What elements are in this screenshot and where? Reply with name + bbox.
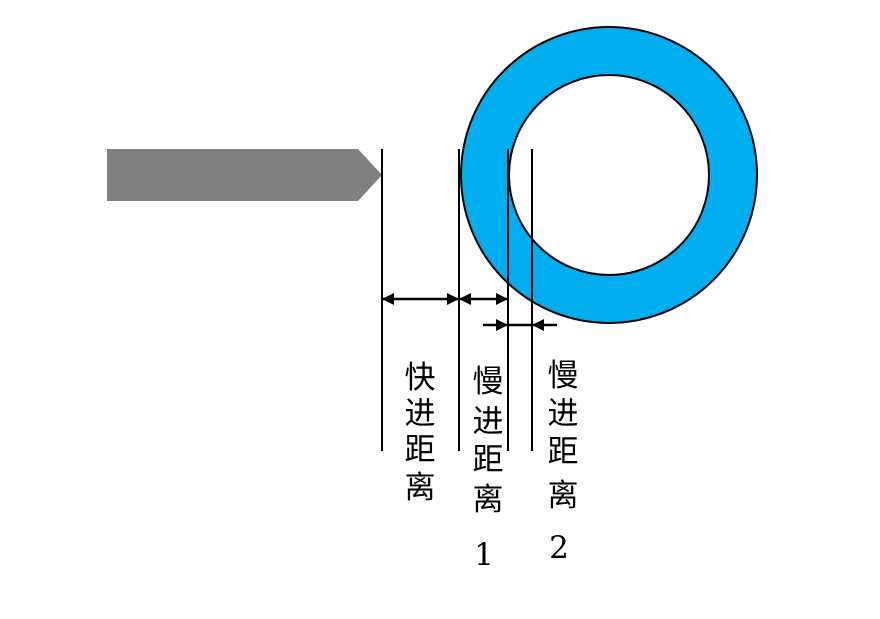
label-slow-distance-2: 慢 进 距 离 2 xyxy=(548,358,579,566)
label-fast-distance-char: 距 xyxy=(405,432,436,468)
label-slow-distance-1: 慢 进 距 离 1 xyxy=(473,364,504,573)
tool-bar xyxy=(107,149,382,201)
label-slow-distance-2-char: 进 xyxy=(548,396,579,432)
workpiece-ring-inner xyxy=(508,74,710,276)
label-slow-distance-1-char: 进 xyxy=(473,404,504,440)
label-fast-distance-char: 快 xyxy=(405,360,436,396)
label-slow-distance-1-char: 慢 xyxy=(473,364,504,400)
label-slow-distance-1-char: 距 xyxy=(473,442,504,478)
label-slow-distance-2-char: 2 xyxy=(549,530,569,566)
label-slow-distance-1-char: 离 xyxy=(473,482,504,518)
label-fast-distance: 快 进 距 离 xyxy=(405,360,436,506)
label-fast-distance-char: 离 xyxy=(405,470,436,506)
label-slow-distance-2-char: 距 xyxy=(548,434,579,470)
label-slow-distance-2-char: 慢 xyxy=(548,358,579,394)
label-slow-distance-2-char: 离 xyxy=(548,478,579,514)
label-slow-distance-1-char: 1 xyxy=(474,537,494,573)
label-fast-distance-char: 进 xyxy=(405,396,436,432)
